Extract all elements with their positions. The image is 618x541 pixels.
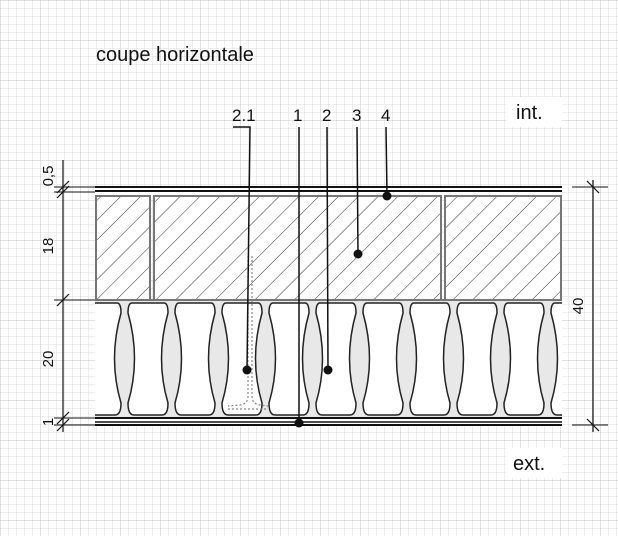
leader-line-2-1 bbox=[233, 126, 251, 371]
panel-block bbox=[95, 195, 151, 301]
diagram-title: coupe horizontale bbox=[96, 44, 254, 66]
insulation-batt bbox=[174, 302, 216, 416]
panel-block bbox=[153, 195, 442, 301]
dimension-total: 40 bbox=[570, 298, 587, 315]
insulation-batt bbox=[221, 302, 263, 416]
insulation-batt bbox=[315, 302, 357, 416]
dimension-bottom-board: 1 bbox=[40, 418, 57, 426]
leader-dot-2 bbox=[323, 365, 333, 375]
callout-label-1: 1 bbox=[293, 106, 302, 125]
vapour-barrier-detail bbox=[227, 256, 269, 410]
callout-label-2: 2 bbox=[322, 106, 331, 125]
callout-label-4: 4 bbox=[381, 106, 390, 125]
dimension-membrane: 0,5 bbox=[40, 166, 57, 187]
leader-line-3 bbox=[356, 126, 359, 255]
insulation-batts bbox=[95, 302, 562, 416]
leader-dot-3 bbox=[353, 249, 363, 259]
callout-label-2-1: 2.1 bbox=[232, 106, 256, 125]
insulation-batt bbox=[127, 302, 169, 416]
leader-dot-2-1 bbox=[242, 365, 252, 375]
panel-block bbox=[444, 195, 562, 301]
dimension-insulation: 20 bbox=[40, 351, 57, 368]
insulation-batt bbox=[503, 302, 545, 416]
insulation-batt bbox=[550, 302, 562, 416]
insulation-batt bbox=[268, 302, 310, 416]
insulation-batt bbox=[409, 302, 451, 416]
exterior-label: ext. bbox=[513, 453, 545, 475]
right-dimension bbox=[572, 180, 608, 432]
interior-label-plate bbox=[506, 97, 562, 127]
leader-line-4 bbox=[385, 126, 388, 196]
insulation-batt bbox=[95, 302, 122, 416]
exterior-label-plate bbox=[506, 448, 562, 478]
interior-label: int. bbox=[516, 102, 543, 124]
left-dimension-chain bbox=[54, 160, 95, 432]
leader-dot-1 bbox=[294, 418, 304, 428]
leader-line-2 bbox=[326, 126, 329, 371]
insulation-batt bbox=[362, 302, 404, 416]
callout-label-3: 3 bbox=[352, 106, 361, 125]
dimension-panel-layer: 18 bbox=[40, 238, 57, 255]
panel-layer bbox=[95, 195, 562, 301]
leader-dot-4 bbox=[382, 191, 392, 201]
insulation-batt bbox=[456, 302, 498, 416]
